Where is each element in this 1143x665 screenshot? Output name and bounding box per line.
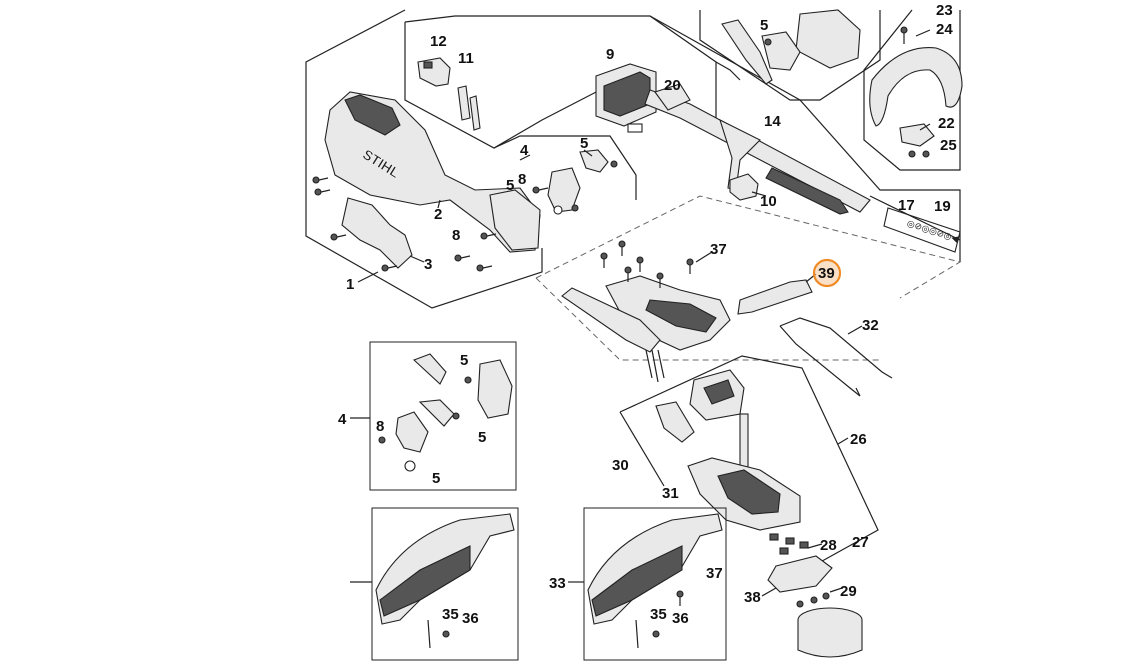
electronics-module (595, 63, 657, 133)
handle-dashed-group (535, 195, 962, 361)
label-36: 36 (462, 610, 479, 627)
label-29: 29 (840, 583, 857, 600)
label-5: 5 (432, 470, 440, 487)
label-31: 31 (662, 485, 679, 502)
label-33: 33 (549, 575, 566, 592)
label-24: 24 (936, 21, 953, 38)
label-26: 26 (850, 431, 867, 448)
part-labels: 1 2 3 4 4 5 5 5 5 5 5 8 8 8 9 10 11 12 1… (338, 2, 957, 627)
screws-group-1 (312, 176, 549, 272)
label-36: 36 (672, 610, 689, 627)
label-10: 10 (760, 193, 777, 210)
drive-shaft (644, 83, 871, 215)
label-4: 4 (520, 142, 529, 159)
label-1: 1 (346, 276, 354, 293)
housing-group-outline (305, 9, 717, 309)
label-4-box: 4 (338, 411, 347, 428)
guard-box-left (350, 507, 519, 661)
label-27: 27 (852, 534, 869, 551)
loop-handle (863, 9, 963, 171)
label-9: 9 (606, 46, 614, 63)
trigger-lever (341, 197, 413, 269)
label-3: 3 (424, 256, 432, 273)
highlight-fill-39 (815, 261, 839, 285)
cable-connector (729, 173, 759, 201)
label-5: 5 (478, 429, 486, 446)
switch-parts-12-11 (417, 57, 481, 131)
handle-housing: STIHL (324, 91, 541, 253)
label-30: 30 (612, 457, 629, 474)
label-5: 5 (760, 17, 768, 34)
label-37: 37 (706, 565, 723, 582)
shaft-group-outline (649, 15, 961, 262)
auxiliary-handle (561, 275, 813, 383)
label-23: 23 (936, 2, 953, 19)
label-2: 2 (434, 206, 442, 223)
switch-assembly-top (547, 149, 618, 215)
label-5: 5 (460, 352, 468, 369)
top-right-assembly (699, 9, 881, 101)
label-37: 37 (710, 241, 727, 258)
label-5: 5 (580, 135, 588, 152)
screws-group-37 (600, 240, 694, 288)
label-12: 12 (430, 33, 447, 50)
label-17: 17 (898, 197, 915, 214)
label-35: 35 (442, 606, 459, 623)
label-20: 20 (664, 77, 681, 94)
label-11: 11 (458, 50, 474, 67)
switch-box-4 (369, 341, 517, 491)
gear-head-group (619, 355, 879, 658)
guard-box-right (583, 507, 727, 661)
label-8: 8 (518, 171, 526, 188)
label-14: 14 (764, 113, 781, 130)
label-28: 28 (820, 537, 837, 554)
label-19: 19 (934, 198, 951, 215)
label-38: 38 (744, 589, 761, 606)
highlight-marker-39[interactable] (812, 258, 842, 288)
label-8: 8 (376, 418, 384, 435)
label-5: 5 (506, 177, 514, 194)
label-32: 32 (862, 317, 879, 334)
label-39: 39 (818, 265, 835, 282)
label-22: 22 (938, 115, 955, 132)
label-25: 25 (940, 137, 957, 154)
wire-guard (779, 317, 893, 397)
label-35: 35 (650, 606, 667, 623)
label-8: 8 (452, 227, 460, 244)
